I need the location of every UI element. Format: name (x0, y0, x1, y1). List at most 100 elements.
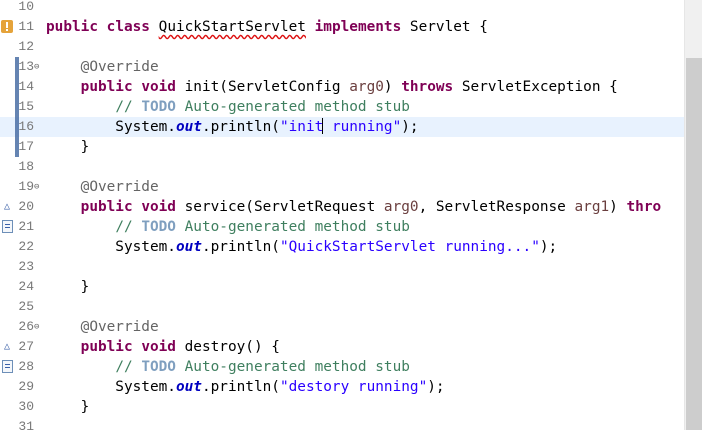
warning-icon[interactable] (1, 20, 13, 33)
fold-collapse-icon[interactable]: ⊖ (34, 62, 40, 72)
code-text[interactable]: // TODO Auto-generated method stub (46, 217, 410, 237)
code-line-24[interactable]: 24 } (0, 277, 684, 297)
text-caret (322, 118, 324, 134)
token-par: arg0 (349, 79, 384, 95)
token-str: "init (279, 119, 324, 135)
code-text[interactable]: public void init(ServletConfig arg0) thr… (46, 77, 618, 97)
code-text[interactable]: @Override (46, 177, 159, 197)
line-gutter[interactable]: 22 (0, 237, 42, 257)
token: } (46, 139, 90, 155)
code-text[interactable]: @Override (46, 317, 159, 337)
code-text[interactable]: System.out.println("destory running"); (46, 377, 445, 397)
line-gutter[interactable]: 23 (0, 257, 42, 277)
line-number-ruler[interactable] (0, 0, 42, 430)
code-line-30[interactable]: 30 } (0, 397, 684, 417)
line-gutter[interactable]: 11 (0, 17, 42, 37)
line-gutter[interactable]: 17 (0, 137, 42, 157)
line-gutter[interactable]: 10 (0, 0, 42, 17)
line-gutter[interactable]: 26⊖ (0, 317, 42, 337)
code-line-14[interactable]: 14 public void init(ServletConfig arg0) … (0, 77, 684, 97)
line-gutter[interactable]: 29 (0, 377, 42, 397)
token-cmt: Auto-generated method stub (175, 359, 410, 375)
fold-collapse-icon[interactable]: ⊖ (34, 182, 40, 192)
line-gutter[interactable]: 21 (0, 217, 42, 237)
code-text[interactable]: } (46, 397, 90, 417)
vertical-scrollbar[interactable] (684, 0, 702, 430)
code-text[interactable]: } (46, 277, 90, 297)
token: ); (539, 239, 558, 255)
code-line-22[interactable]: 22 System.out.println("QuickStartServlet… (0, 237, 684, 257)
line-gutter[interactable]: 25 (0, 297, 42, 317)
task-marker-icon[interactable] (2, 220, 13, 233)
line-number: 26 (18, 319, 34, 334)
code-line-21[interactable]: 21 // TODO Auto-generated method stub (0, 217, 684, 237)
token (46, 319, 81, 335)
code-line-23[interactable]: 23 (0, 257, 684, 277)
line-gutter[interactable]: 13⊖ (0, 57, 42, 77)
code-line-18[interactable]: 18 (0, 157, 684, 177)
token: Servlet { (401, 19, 488, 35)
code-line-13[interactable]: 13⊖ @Override (0, 57, 684, 77)
token-par: arg1 (574, 199, 610, 215)
code-line-26[interactable]: 26⊖ @Override (0, 317, 684, 337)
line-gutter[interactable]: 14 (0, 77, 42, 97)
change-indicator (15, 137, 19, 157)
token-cmt: Auto-generated method stub (175, 99, 410, 115)
code-line-28[interactable]: 28 // TODO Auto-generated method stub (0, 357, 684, 377)
code-line-17[interactable]: 17 } (0, 137, 684, 157)
token-kw: public (80, 79, 133, 95)
line-gutter[interactable]: 12 (0, 37, 42, 57)
fold-collapse-icon[interactable]: ⊖ (34, 322, 40, 332)
token-cmt: Auto-generated method stub (175, 219, 410, 235)
token-str: "QuickStartServlet running..." (279, 239, 540, 255)
line-gutter[interactable]: 24 (0, 277, 42, 297)
code-line-27[interactable]: △27 public void destroy() { (0, 337, 684, 357)
code-line-12[interactable]: 12 (0, 37, 684, 57)
code-text[interactable]: System.out.println("QuickStartServlet ru… (46, 237, 557, 257)
line-gutter[interactable]: 18 (0, 157, 42, 177)
token: service(ServletRequest (175, 199, 384, 215)
line-gutter[interactable]: △27 (0, 337, 42, 357)
code-text[interactable]: public void destroy() { (46, 337, 280, 357)
override-triangle-icon[interactable]: △ (3, 341, 11, 352)
token: , ServletResponse (418, 199, 575, 215)
task-marker-icon[interactable] (2, 360, 13, 373)
code-text[interactable]: } (46, 137, 90, 157)
code-text[interactable]: System.out.println("init running"); (46, 117, 419, 137)
line-gutter[interactable]: 28 (0, 357, 42, 377)
line-gutter[interactable]: 15 (0, 97, 42, 117)
token: } (46, 279, 90, 295)
code-text[interactable]: // TODO Auto-generated method stub (46, 97, 410, 117)
code-text[interactable]: public void service(ServletRequest arg0,… (46, 197, 662, 217)
token-str: "destory running" (279, 379, 428, 395)
code-line-20[interactable]: △ 20 public void service(ServletRequest a… (0, 197, 684, 217)
token: System. (46, 239, 176, 255)
code-line-10[interactable]: 10 (0, 0, 684, 17)
token-fld: out (175, 379, 202, 395)
line-number: 21 (18, 219, 34, 234)
scrollbar-thumb[interactable] (686, 58, 702, 430)
code-line-19[interactable]: 19⊖ @Override (0, 177, 684, 197)
code-text[interactable]: // TODO Auto-generated method stub (46, 357, 410, 377)
code-line-25[interactable]: 25 (0, 297, 684, 317)
line-gutter[interactable]: 31 (0, 417, 42, 430)
code-text[interactable]: @Override (46, 57, 159, 77)
line-number: 19 (18, 179, 34, 194)
code-line-15[interactable]: 15 // TODO Auto-generated method stub (0, 97, 684, 117)
token: ); (427, 379, 445, 395)
code-text[interactable]: public class QuickStartServlet implement… (46, 17, 488, 37)
override-triangle-icon[interactable]: △ (3, 201, 11, 212)
line-gutter[interactable]: △ 20 (0, 197, 42, 217)
change-indicator (15, 77, 19, 97)
token-todo: TODO (141, 359, 176, 375)
code-line-16[interactable]: 16 System.out.println("init running"); (0, 117, 684, 137)
line-gutter[interactable]: 19⊖ (0, 177, 42, 197)
line-number: 20 (18, 199, 34, 214)
line-gutter[interactable]: 30 (0, 397, 42, 417)
code-line-29[interactable]: 29 System.out.println("destory running")… (0, 377, 684, 397)
code-line-31[interactable]: 31 (0, 417, 684, 430)
line-gutter[interactable]: 16 (0, 117, 42, 137)
